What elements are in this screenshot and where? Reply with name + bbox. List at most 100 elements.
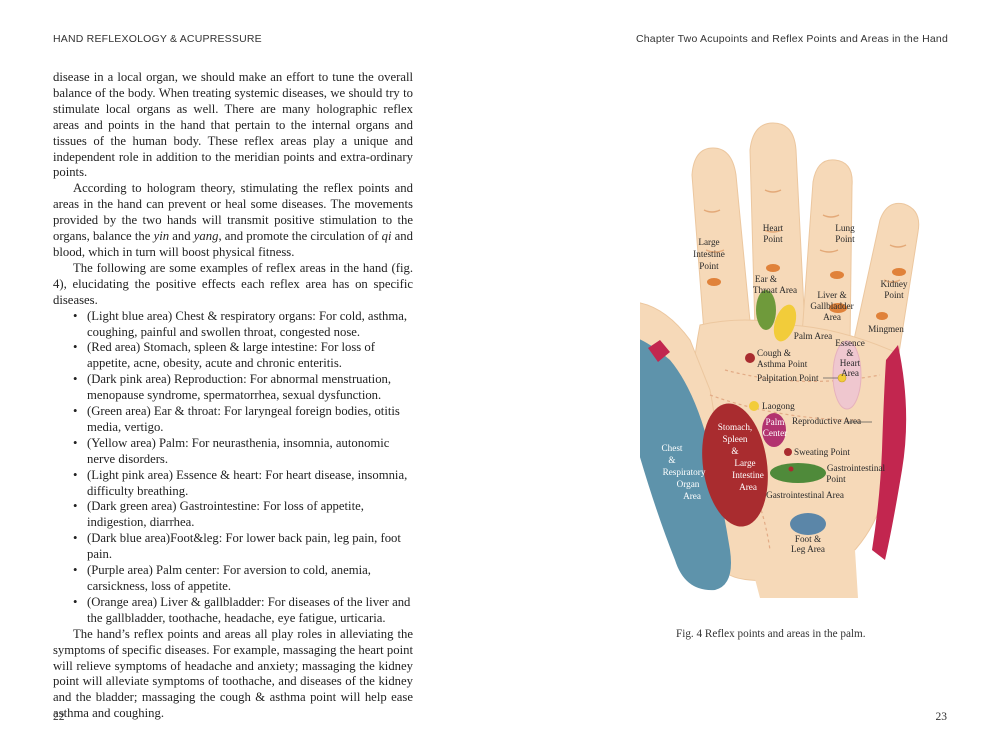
text-span: and blood, which in turn will boost phys… <box>53 229 413 259</box>
label-line: & <box>846 348 853 358</box>
text-span: , and promote the circulation of <box>218 229 382 244</box>
bullet: • <box>73 435 78 450</box>
sweating-point-marker <box>784 448 792 456</box>
label-line: Point <box>763 234 783 244</box>
large-intestine-point-marker <box>707 278 721 286</box>
list-item: •(Light blue area) Chest & respiratory o… <box>53 309 413 341</box>
reflex-area-list: •(Light blue area) Chest & respiratory o… <box>53 309 413 627</box>
list-item: • (Light pink area) Essence & heart: For … <box>53 468 413 500</box>
list-item: • (Green area) Ear & throat: For laryngea… <box>53 404 413 436</box>
bullet: • <box>73 404 78 419</box>
text-span: According to hologram theory, stimulatin… <box>53 181 413 244</box>
bullet: • <box>73 308 78 323</box>
label-mingmen: Mingmen <box>868 324 904 334</box>
reproductive-area <box>872 345 907 560</box>
label-line: Heart <box>840 358 861 368</box>
list-item-text: (Light pink area) Essence & heart: For h… <box>87 467 408 498</box>
paragraph-2: According to hologram theory, stimulatin… <box>53 181 413 261</box>
label-line: Essence <box>835 338 865 348</box>
bullet: • <box>73 531 78 546</box>
left-page-body: disease in a local organ, we should make… <box>53 70 413 722</box>
mingmen-marker <box>876 312 888 320</box>
paragraph-4: The hand’s reflex points and areas all p… <box>53 626 413 721</box>
label-line: Large <box>698 237 719 247</box>
label-line: Area <box>823 312 841 322</box>
label-line: Gastrointestinal <box>827 463 886 473</box>
list-item: •(Red area) Stomach, spleen & large inte… <box>53 340 413 372</box>
finger-creases <box>703 189 907 283</box>
bullet: • <box>73 594 78 609</box>
label-line: Liver & <box>817 290 846 300</box>
ear-throat-area <box>756 290 776 330</box>
label-gastrointestinal-area: Gastrointestinal Area <box>766 490 844 500</box>
gastrointestinal-area <box>770 463 826 483</box>
running-head-left: HAND REFLEXOLOGY & ACUPRESSURE <box>53 33 262 45</box>
chest-respiratory-area <box>640 339 731 591</box>
label-palpitation-point: Palpitation Point <box>757 373 819 383</box>
bullet: • <box>73 467 78 482</box>
bullet: • <box>73 499 78 514</box>
label-line: Organ <box>677 479 700 489</box>
middle-finger <box>749 122 806 331</box>
label-line: Asthma Point <box>757 359 808 369</box>
running-head-right: Chapter Two Acupoints and Reflex Points … <box>635 33 948 45</box>
list-item-text: (Dark pink area) Reproduction: For abnor… <box>87 372 392 403</box>
label-line: Area <box>739 482 757 492</box>
label-line: Area <box>683 491 701 501</box>
label-line: & <box>731 446 738 456</box>
label-sweating-point: Sweating Point <box>794 447 850 457</box>
index-finger <box>691 147 753 346</box>
page-number-left: 22 <box>53 711 65 723</box>
figure-caption: Fig. 4 Reflex points and areas in the pa… <box>676 628 866 640</box>
label-ear-throat-area: Ear &Throat Area <box>753 274 797 295</box>
label-line: Throat Area <box>753 285 797 295</box>
label-line: Foot & <box>795 534 821 544</box>
label-line: & <box>668 455 675 465</box>
label-line: Chest <box>662 443 683 453</box>
wrist <box>750 550 858 598</box>
label-line: Point <box>826 474 846 484</box>
list-item-text: (Purple area) Palm center: For aversion … <box>87 563 371 593</box>
list-item-text: (Orange area) Liver & gallbladder: For d… <box>87 594 411 625</box>
leader-lines <box>823 377 872 423</box>
paragraph-1: disease in a local organ, we should make… <box>53 70 413 180</box>
cough-asthma-point-marker <box>745 353 755 363</box>
label-line: Spleen <box>722 434 747 444</box>
list-item: • (Dark green area) Gastrointestine: For … <box>53 499 413 531</box>
bullet: • <box>73 563 78 578</box>
page-number-right: 23 <box>935 711 948 723</box>
laogong-marker <box>749 401 759 411</box>
list-item-text: (Dark blue area)Foot&leg: For lower back… <box>87 531 401 562</box>
essence-heart-area <box>832 340 862 410</box>
label-line: Respiratory <box>663 467 706 477</box>
list-item-text: (Green area) Ear & throat: For laryngeal… <box>87 404 400 434</box>
label-laogong: Laogong <box>762 401 795 411</box>
heart-point-marker <box>766 264 780 272</box>
liver-gallbladder-area <box>829 303 847 313</box>
label-foot-leg-area: Foot &Leg Area <box>791 534 825 554</box>
list-item: • (Orange area) Liver & gallbladder: For … <box>53 595 413 627</box>
label-line: Intestine <box>693 249 725 259</box>
list-item-text: (Dark green area) Gastrointestine: For l… <box>87 499 364 530</box>
label-line: Heart <box>763 223 784 233</box>
kidney-point-marker <box>892 268 906 276</box>
label-line: Palm <box>766 417 785 427</box>
label-palm-area: Palm Area <box>794 331 833 341</box>
palm-center-area <box>762 413 786 447</box>
label-line: Area <box>841 368 859 378</box>
label-line: Leg Area <box>791 544 825 554</box>
bullet: • <box>73 340 78 355</box>
stomach-spleen-intestine-area <box>702 403 768 527</box>
paragraph-3: The following are some examples of refle… <box>53 260 413 307</box>
list-item: •(Dark pink area) Reproduction: For abno… <box>53 372 413 404</box>
label-line: Intestine <box>732 470 764 480</box>
lung-point-marker <box>830 271 844 279</box>
